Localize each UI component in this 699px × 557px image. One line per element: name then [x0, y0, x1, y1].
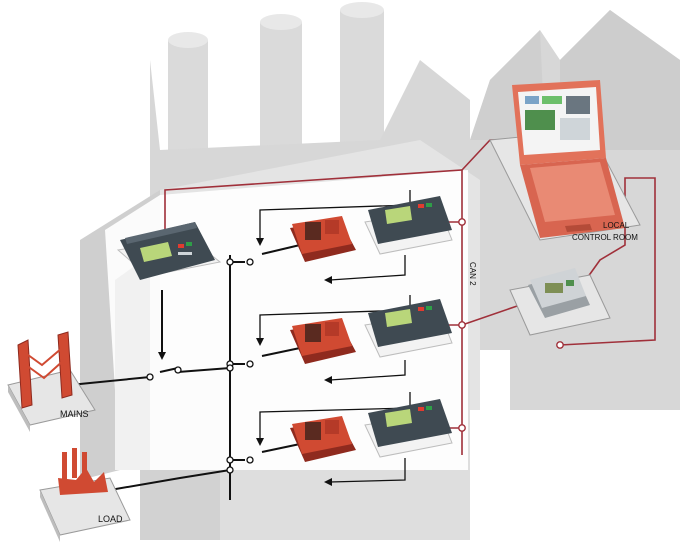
gen-controller-icon	[364, 399, 453, 458]
power-nodes	[146, 258, 254, 474]
laptop-icon	[512, 80, 625, 238]
control-room-block: LOCAL CONTROL ROOM	[489, 80, 641, 242]
can-nodes	[458, 218, 564, 432]
load-block: LOAD	[39, 448, 131, 542]
laptop-link	[559, 177, 656, 346]
mains-block: MAINS	[7, 331, 96, 432]
control-room-label-line2: CONTROL ROOM	[572, 233, 638, 242]
control-signal-lines	[259, 190, 411, 483]
genset-icon	[290, 216, 356, 262]
gateway-module-icon	[528, 268, 590, 318]
gen-controller-icon	[364, 299, 453, 358]
gen-controller-icon	[364, 196, 453, 255]
load-factory-icon	[58, 448, 108, 495]
master-controller-icon	[116, 222, 222, 280]
load-label: LOAD	[98, 514, 123, 524]
genset-icon	[290, 416, 356, 462]
chimney-stacks	[168, 2, 384, 170]
genset-icon	[290, 318, 356, 364]
mains-label: MAINS	[60, 409, 89, 419]
gateway-block	[509, 268, 611, 336]
control-room-label-line1: LOCAL	[603, 221, 630, 230]
arrowheads	[158, 238, 332, 486]
mains-tower-icon	[17, 331, 73, 409]
can-bus-line	[164, 169, 463, 455]
can-bus-label: CAN 2	[468, 262, 477, 286]
